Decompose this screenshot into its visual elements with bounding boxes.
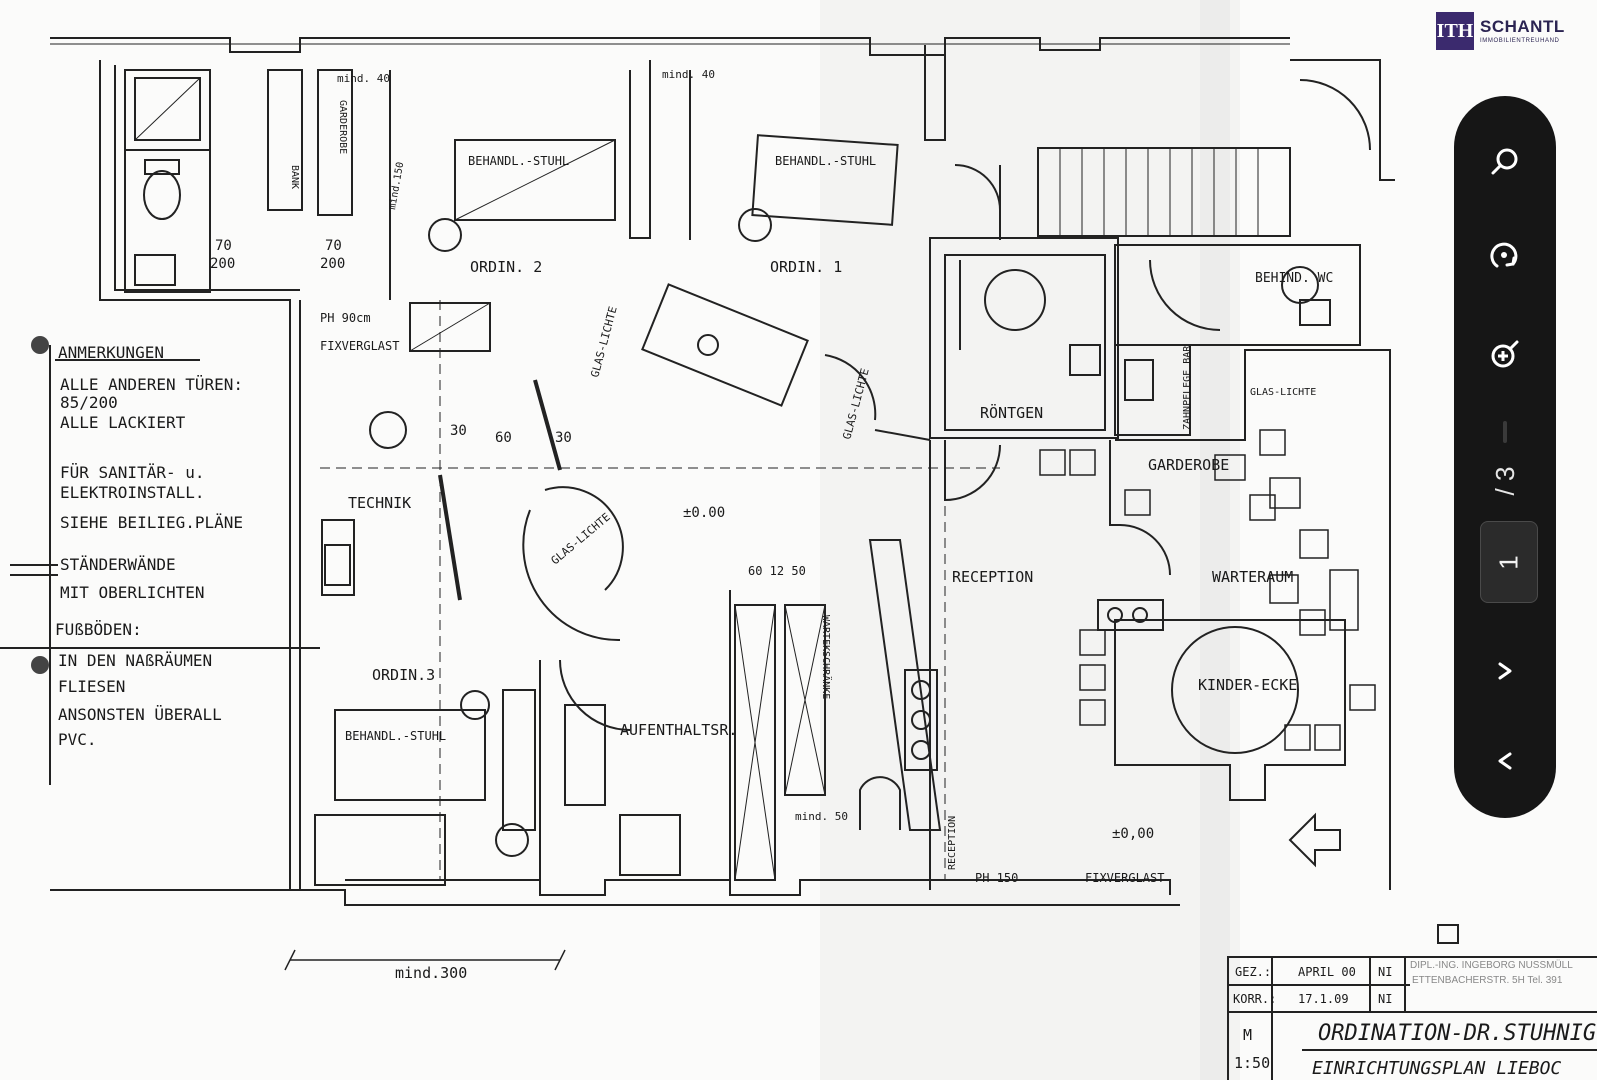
room-technik: TECHNIK	[348, 494, 411, 512]
dim-label: 70	[215, 238, 232, 254]
page-total: / 3	[1489, 466, 1520, 496]
room-warteraum: WARTERAUM	[1212, 568, 1293, 586]
dim-label: 200	[210, 256, 235, 272]
level-label: ±0,00	[1112, 826, 1154, 842]
title-office: ETTENBACHERSTR. 5H Tel. 391	[1412, 975, 1563, 986]
dim-label: mind. 40	[662, 68, 715, 81]
room-aufenthalt: AUFENTHALTSR.	[620, 721, 737, 739]
title-scale: 1:50	[1234, 1054, 1270, 1072]
note-line: 85/200	[60, 393, 118, 412]
previous-page-button[interactable]	[1475, 731, 1535, 791]
room-ordin3: ORDIN.3	[372, 666, 435, 684]
title-korr-date: 17.1.09	[1298, 992, 1349, 1006]
room-kinderecke: KINDER-ECKE	[1198, 676, 1297, 694]
logo-subtitle: IMMOBILIENTREUHAND	[1480, 38, 1560, 44]
title-m-label: M	[1243, 1026, 1252, 1044]
next-page-button[interactable]	[1475, 641, 1535, 701]
title-subtitle: EINRICHTUNGSPLAN LIEBOC	[1312, 1058, 1561, 1079]
note-line: ALLE ANDEREN TÜREN:	[60, 375, 243, 394]
room-ordin1: ORDIN. 1	[770, 258, 842, 276]
note-line: MIT OBERLICHTEN	[60, 583, 205, 602]
note-line: ALLE LACKIERT	[60, 413, 186, 432]
logo-brand: SCHANTL	[1480, 17, 1565, 36]
glass-label: GLAS-LICHTE	[1250, 387, 1316, 398]
rotate-icon	[1490, 242, 1518, 268]
furniture-label: BANK	[289, 165, 300, 189]
company-logo: ITH SCHANTL IMMOBILIENTREUHAND	[1436, 10, 1565, 52]
dim-label: 200	[320, 256, 345, 272]
note-line: SIEHE BEILIEG.PLÄNE	[60, 513, 243, 532]
glass-label: GLAS-LICHTE	[588, 305, 619, 379]
title-korr-init: NI	[1378, 992, 1392, 1006]
room-garderobe: GARDEROBE	[1148, 456, 1229, 474]
logo-mark: ITH	[1436, 12, 1474, 50]
dim-label: mind.300	[395, 964, 467, 982]
viewer-toolbar: / 3 1	[1454, 96, 1556, 818]
zoom-in-button[interactable]	[1475, 324, 1535, 384]
note-line: FLIESEN	[58, 677, 125, 696]
title-gez-label: GEZ.:	[1235, 965, 1271, 979]
dim-label: mind. 40	[337, 72, 390, 85]
room-ordin2: ORDIN. 2	[470, 258, 542, 276]
search-icon	[1491, 148, 1518, 175]
dim-label: 60 12 50	[748, 564, 806, 578]
toolbar-divider	[1503, 421, 1507, 443]
dim-label: mind. 50	[795, 810, 848, 823]
chair-label: BEHANDL.-STUHL	[775, 154, 876, 168]
title-office: DIPL.-ING. INGEBORG NUSSMÜLL	[1410, 959, 1573, 971]
title-project: ORDINATION-DR.STUHNIG	[1318, 1021, 1596, 1046]
level-label: ±0.00	[683, 505, 725, 521]
zoom-in-icon	[1491, 340, 1519, 368]
search-button[interactable]	[1475, 132, 1535, 192]
room-roentgen: RÖNTGEN	[980, 403, 1043, 422]
current-page: 1	[1493, 554, 1524, 570]
rotate-button[interactable]	[1475, 226, 1535, 286]
dim-label: FIXVERGLAST	[320, 339, 399, 353]
furniture-label: RECEPTION	[947, 816, 958, 870]
chair-label: BEHANDL.-STUHL	[345, 729, 446, 743]
page-number-input[interactable]: 1	[1480, 521, 1538, 603]
title-korr-label: KORR.:	[1233, 992, 1276, 1006]
glass-label: GLAS-LICHTE	[549, 511, 613, 568]
note-line: STÄNDERWÄNDE	[60, 555, 176, 574]
chair-label: BEHANDL.-STUHL	[468, 154, 569, 168]
dim-label: 60	[495, 430, 512, 446]
dim-label: 70	[325, 238, 342, 254]
notes-heading: ANMERKUNGEN	[58, 343, 164, 362]
chevron-right-icon	[1498, 662, 1512, 680]
dim-label: PH 90cm	[320, 311, 371, 325]
note-line: FUßBÖDEN:	[55, 620, 142, 639]
note-line: IN DEN NAßRÄUMEN	[58, 651, 212, 670]
room-reception: RECEPTION	[952, 568, 1033, 586]
dim-label: 30	[555, 430, 572, 446]
dim-label: FIXVERGLAST	[1085, 871, 1164, 885]
note-line: PVC.	[58, 730, 97, 749]
dim-label: 30	[450, 423, 467, 439]
dim-label: PH 150	[975, 871, 1018, 885]
note-line: ELEKTROINSTALL.	[60, 483, 205, 502]
furniture-label: GARDEROBE	[337, 100, 348, 154]
room-behind-wc: BEHIND. WC	[1255, 271, 1333, 286]
furniture-label: WARTEKSCHRÄNKE	[820, 615, 833, 699]
note-line: FÜR SANITÄR- u.	[60, 463, 205, 482]
chevron-left-icon	[1498, 752, 1512, 770]
title-gez-init: NI	[1378, 965, 1392, 979]
title-gez-date: APRIL 00	[1298, 965, 1356, 979]
note-line: ANSONSTEN ÜBERALL	[58, 705, 222, 724]
furniture-label: ZAHNPFLEGE BAR	[1182, 345, 1193, 430]
